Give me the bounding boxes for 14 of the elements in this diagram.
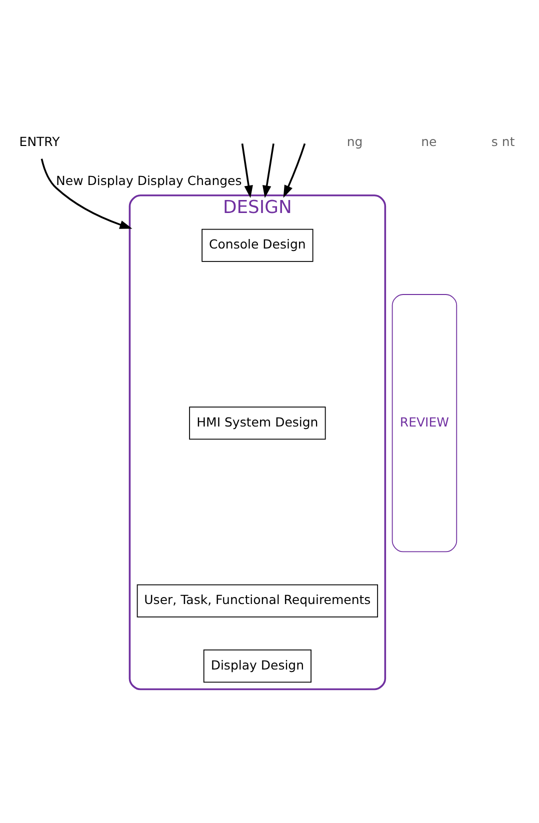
arrow	[262, 143, 274, 198]
edge-label: New Display Display Changes	[56, 172, 242, 188]
arrow	[241, 143, 253, 198]
node-box: HMI System Design	[189, 406, 326, 440]
label: s nt	[491, 134, 515, 149]
arrow	[40, 158, 132, 229]
label: ng	[346, 134, 363, 149]
label: ne	[421, 134, 437, 149]
node-box: Console Design	[202, 228, 314, 262]
node-box: User, Task, Functional Requirements	[136, 584, 378, 618]
arrow	[283, 143, 306, 198]
node-box: REVIEW	[392, 294, 458, 552]
node-box: Display Design	[203, 650, 312, 683]
node-text: ENTRY	[19, 134, 60, 149]
